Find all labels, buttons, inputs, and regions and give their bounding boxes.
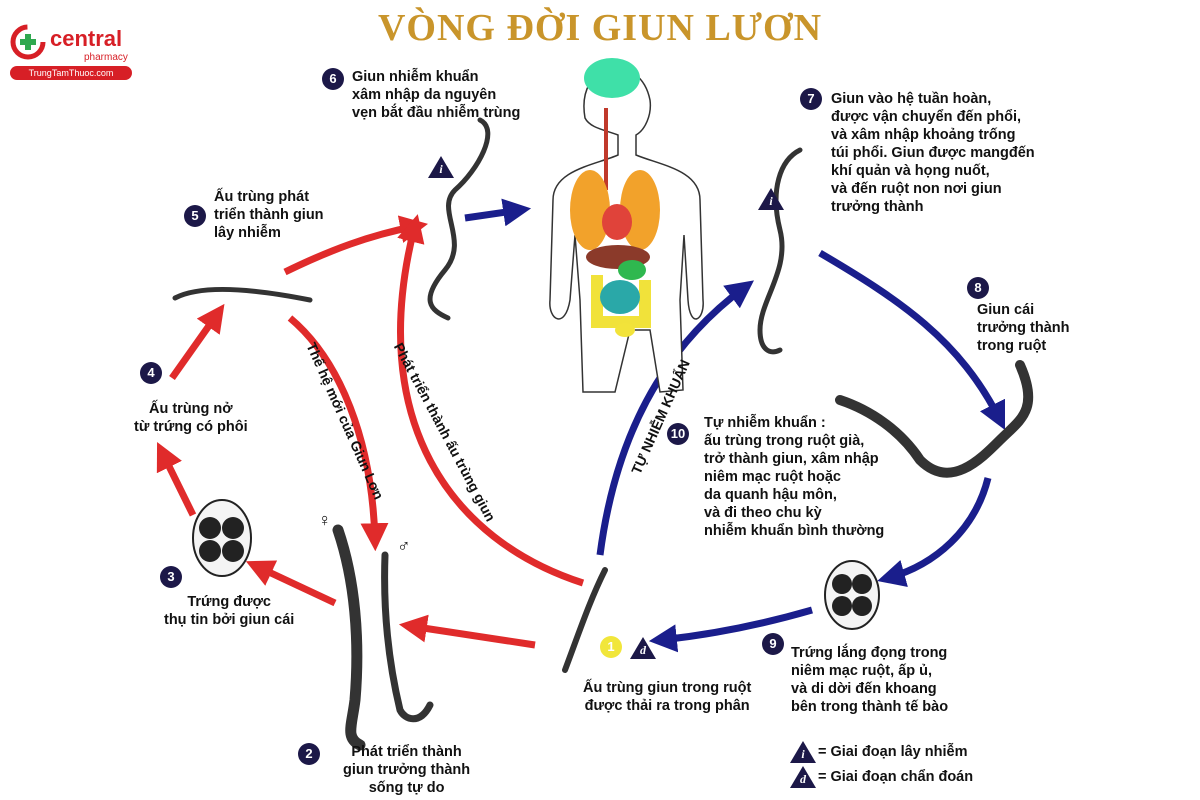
arrow-2-to-3 (245, 560, 337, 607)
step-5-label: Ấu trùng phát triển thành giun lây nhiễm (214, 189, 324, 241)
rhabditiform-larva-5 (172, 287, 313, 303)
step-3-badge: 3 (160, 566, 182, 588)
arrow-autoinfection (596, 280, 754, 556)
logo-icon (10, 24, 46, 60)
blue-arrows (464, 198, 1006, 653)
logo-url: TrungTamThuoc.com (10, 66, 132, 80)
lung-larva-7 (757, 147, 803, 355)
arrow-develop-larvae (397, 214, 585, 587)
step-9-label: Trứng lắng đọng trong niêm mạc ruột, ấp … (791, 645, 949, 715)
adult-female-8 (835, 360, 1034, 478)
brain (584, 58, 640, 98)
male-symbol: ♂ (397, 536, 411, 556)
arrow-4-to-5 (169, 303, 225, 381)
human-body (549, 58, 704, 393)
step-8-label: Giun cái trưởng thành trong ruột (977, 302, 1070, 354)
red-arrows (156, 214, 585, 649)
arrow-9-to-1 (648, 606, 813, 653)
arrow-6-to-body (464, 198, 532, 227)
step-2-badge: 2 (298, 743, 320, 765)
bladder (615, 323, 635, 337)
step-7-badge: 7 (800, 88, 822, 110)
larva-1 (562, 567, 608, 673)
small-intestine (600, 280, 640, 314)
arrow-new-generation (287, 315, 389, 552)
legend-infective-icon: i (790, 741, 816, 763)
heart (602, 204, 632, 240)
female-symbol: ♀ (318, 510, 332, 530)
step-10-badge: 10 (667, 423, 689, 445)
arrow-3-to-4 (156, 441, 197, 517)
diagnostic-stage-icon-1: d (630, 637, 656, 659)
step-6-label: Giun nhiễm khuẩn xâm nhập da nguyên vẹn … (352, 69, 521, 121)
stomach (618, 260, 646, 280)
legend-diagnostic-label: = Giai đoạn chẩn đoán (818, 769, 974, 785)
logo-name: central (50, 26, 123, 51)
logo-subtitle: pharmacy (84, 52, 128, 63)
step-2-label: Phát triển thành giun trưởng thành sống … (343, 744, 471, 796)
infective-stage-icon-7: i (758, 188, 784, 210)
step-8-badge: 8 (967, 277, 989, 299)
step-6-badge: 6 (322, 68, 344, 90)
eggs (192, 499, 880, 630)
male-worm (381, 551, 434, 723)
step-3-label: Trứng được thụ tin bởi giun cái (164, 594, 295, 628)
arrow-1-to-2 (398, 614, 536, 649)
step-10-label: Tự nhiễm khuẩn : ấu trùng trong ruột già… (704, 415, 885, 539)
step-1-label: Ấu trùng giun trong ruột được thải ra tr… (583, 680, 752, 714)
worms (172, 117, 1034, 751)
large-intestine (591, 275, 651, 328)
egg-9 (824, 560, 880, 630)
step-5-badge: 5 (184, 205, 206, 227)
step-9-badge: 9 (762, 633, 784, 655)
central-pharmacy-logo: central pharmacy TrungTamThuoc.com (8, 22, 138, 82)
step-4-label: Ấu trùng nở từ trứng có phôi (134, 401, 248, 435)
step-7-label: Giun vào hệ tuần hoàn, được vận chuyển đ… (831, 91, 1035, 215)
female-worm (332, 524, 366, 751)
infective-larva-6 (427, 117, 491, 321)
legend-diagnostic-icon: d (790, 766, 816, 788)
arrow-7-to-8 (818, 249, 1006, 431)
arrow-8-to-9 (877, 477, 992, 588)
left-lung (570, 170, 610, 250)
egg-3 (192, 499, 252, 577)
legend-infective-label: = Giai đoạn lây nhiễm (818, 744, 968, 760)
infective-stage-icon-6: i (428, 156, 454, 178)
step-4-badge: 4 (140, 362, 162, 384)
step-1-badge: 1 (600, 636, 622, 658)
diagram-title: VÒNG ĐỜI GIUN LƯƠN (377, 7, 823, 49)
